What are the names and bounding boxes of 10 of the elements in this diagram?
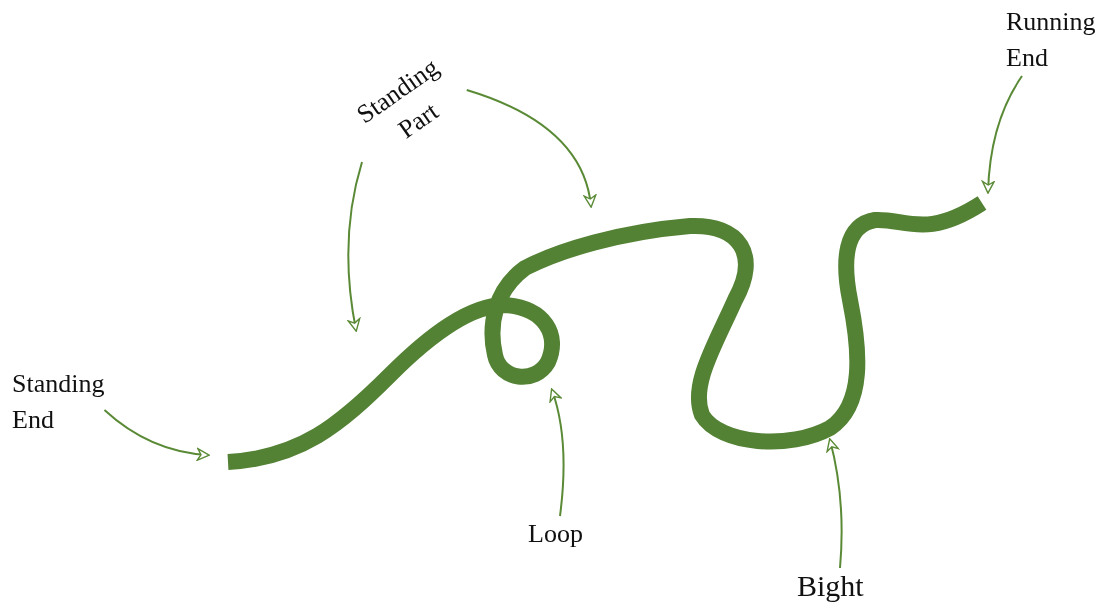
part-label: Standing End	[12, 366, 105, 438]
leader-arrow	[826, 438, 843, 569]
part-label: Loop	[528, 516, 583, 552]
leader-arrow	[465, 89, 596, 208]
leader-arrow	[981, 75, 1023, 194]
leader-arrow	[103, 409, 210, 461]
part-label: Bight	[797, 568, 864, 604]
leader-arrow	[549, 388, 565, 517]
leader-arrow	[347, 161, 363, 332]
part-label: Running End	[1006, 4, 1096, 76]
